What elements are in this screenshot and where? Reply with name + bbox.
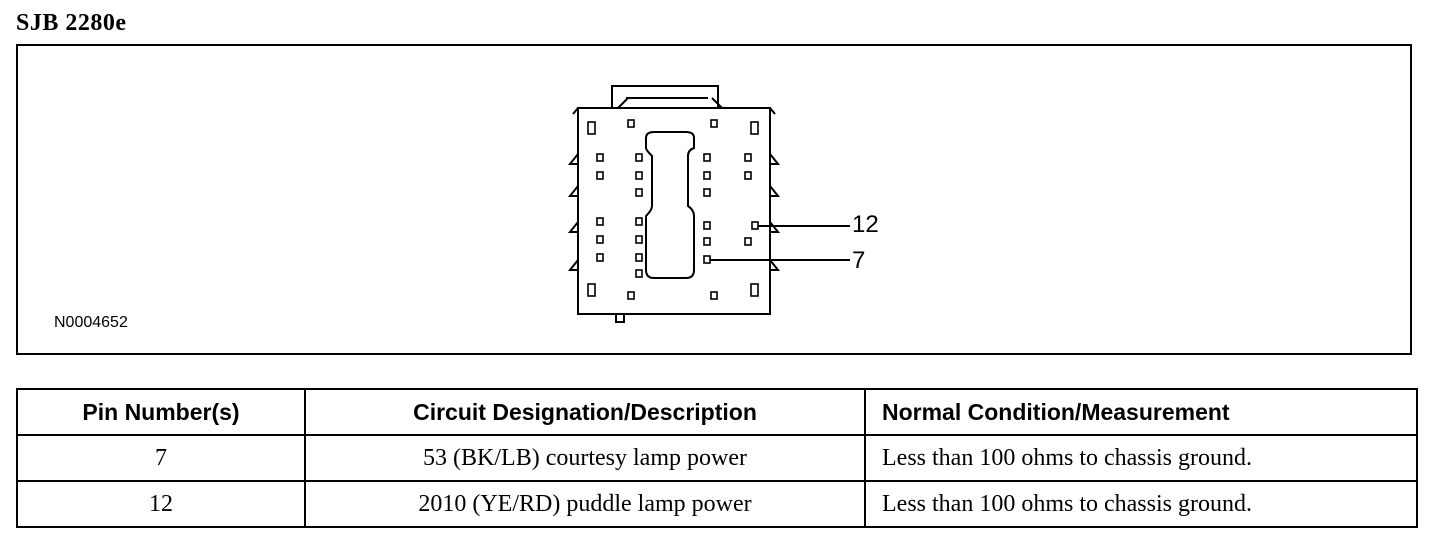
- connector-title: SJB 2280e: [16, 10, 127, 36]
- header-pin-number: Pin Number(s): [16, 388, 306, 436]
- table-header-row: Pin Number(s) Circuit Designation/Descri…: [16, 388, 1418, 436]
- cell-circuit: 2010 (YE/RD) puddle lamp power: [304, 480, 866, 528]
- cell-circuit: 53 (BK/LB) courtesy lamp power: [304, 434, 866, 482]
- pin-table: Pin Number(s) Circuit Designation/Descri…: [16, 388, 1418, 528]
- table-row: 7 53 (BK/LB) courtesy lamp power Less th…: [16, 434, 1418, 482]
- cell-measurement: Less than 100 ohms to chassis ground.: [864, 434, 1418, 482]
- figure-id: N0004652: [54, 314, 128, 331]
- table-row: 12 2010 (YE/RD) puddle lamp power Less t…: [16, 480, 1418, 528]
- cell-measurement: Less than 100 ohms to chassis ground.: [864, 480, 1418, 528]
- cell-pin: 7: [16, 434, 306, 482]
- connector-diagram: N0004652 12 7: [16, 44, 1412, 355]
- header-circuit: Circuit Designation/Description: [304, 388, 866, 436]
- header-measurement: Normal Condition/Measurement: [864, 388, 1418, 436]
- connector-face-drawing: [567, 85, 850, 323]
- cell-pin: 12: [16, 480, 306, 528]
- pin-callout-12: 12: [852, 211, 879, 238]
- pin-callout-7: 7: [852, 247, 866, 274]
